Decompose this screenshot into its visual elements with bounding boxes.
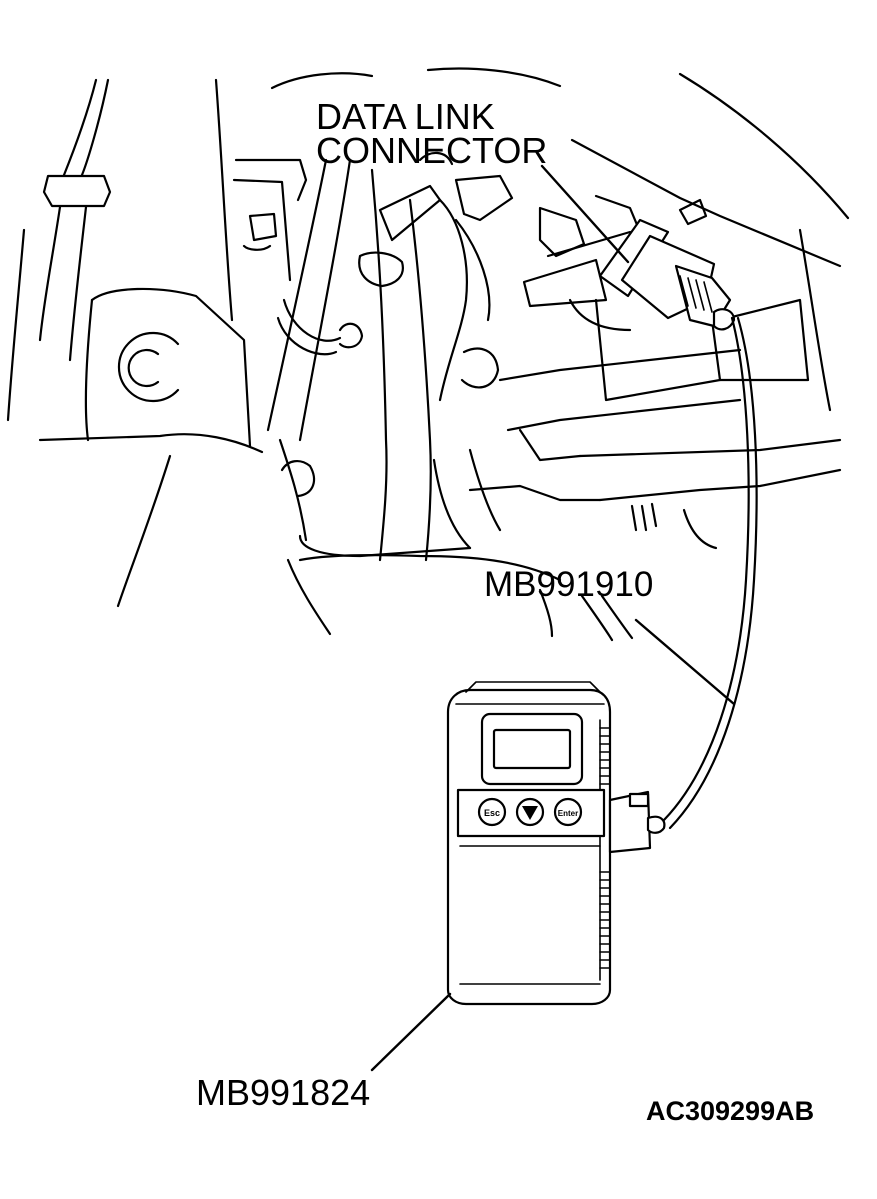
esc-button-label: Esc bbox=[484, 808, 500, 818]
lcd-screen bbox=[492, 728, 572, 770]
scan-tool-part-number-label: MB991824 bbox=[196, 1072, 371, 1113]
enter-button[interactable]: Enter bbox=[553, 797, 583, 827]
data-link-connector-plug bbox=[598, 218, 736, 331]
leader-mb991910 bbox=[634, 618, 736, 706]
grip-ridges bbox=[599, 727, 611, 969]
figure-code-label: AC309299AB bbox=[646, 1096, 815, 1126]
leader-mb991824 bbox=[370, 992, 452, 1072]
enter-button-label: Enter bbox=[558, 809, 578, 818]
data-link-connector-label-line1: DATA LINK bbox=[316, 96, 495, 137]
cable-mb991910 bbox=[662, 316, 758, 830]
leader-data-link-connector bbox=[540, 164, 630, 264]
esc-button[interactable]: Esc bbox=[477, 797, 507, 827]
down-arrow-button[interactable] bbox=[515, 797, 545, 827]
dashboard-structure bbox=[6, 67, 850, 642]
down-arrow-icon bbox=[522, 806, 538, 820]
data-link-connector-label: DATA LINK CONNECTOR bbox=[316, 96, 548, 171]
cable-part-number-label: MB991910 bbox=[484, 565, 654, 604]
data-link-connector-label-line2: CONNECTOR bbox=[316, 130, 548, 171]
